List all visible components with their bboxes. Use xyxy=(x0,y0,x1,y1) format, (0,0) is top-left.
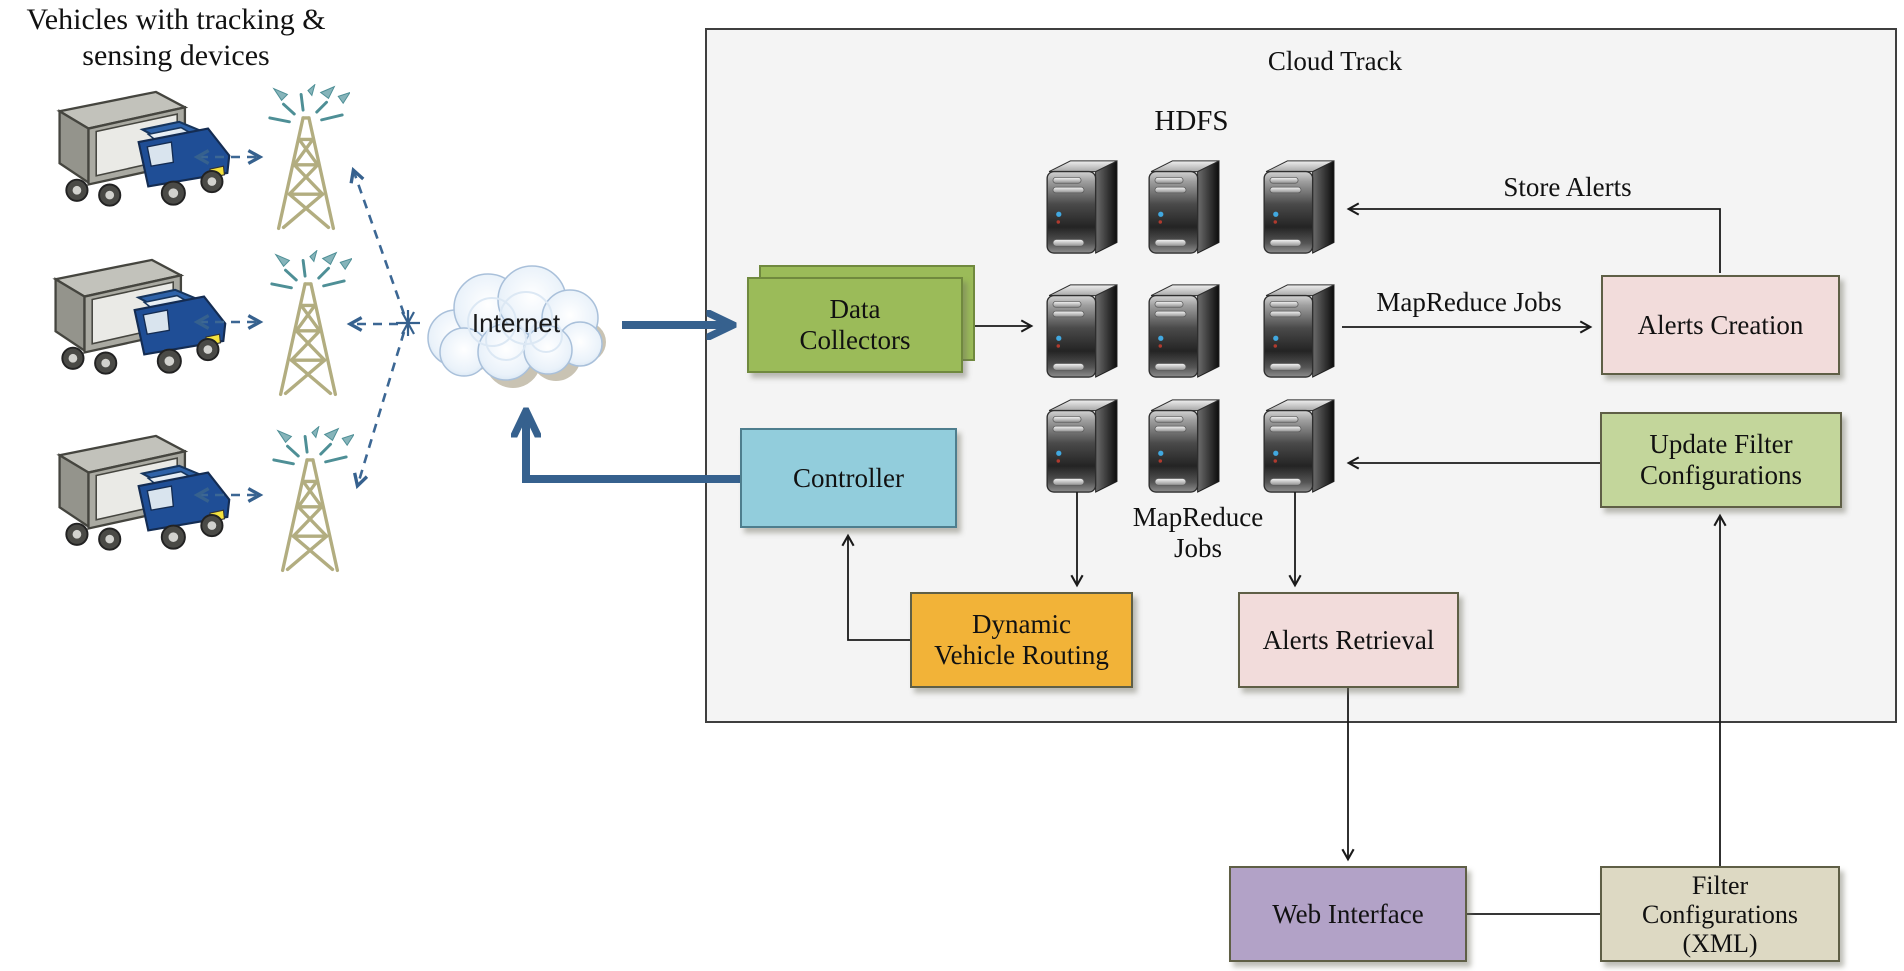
web-interface-label: Web Interface xyxy=(1272,898,1424,929)
edge-label-mapreduce-line2: Jobs xyxy=(1173,533,1222,563)
edge-label-store-alerts: Store Alerts xyxy=(1503,172,1632,202)
cloud-track-title: Cloud Track xyxy=(1267,46,1403,76)
filter-config-label-line2: Configurations xyxy=(1642,899,1798,929)
node-alerts-retrieval: Alerts Retrieval xyxy=(1238,592,1459,688)
arrow-dynamic-vehicle-routing-to-controller xyxy=(841,533,910,641)
internet-label: Internet xyxy=(471,308,561,338)
edge-label-mapreduce-jobs-right: MapReduce Jobs xyxy=(1376,287,1562,317)
diagram-title-line2: sensing devices xyxy=(82,39,270,72)
node-data-collectors: Data Collectors xyxy=(747,277,963,373)
edge-label-mapreduce-jobs-vertical: MapReduce Jobs xyxy=(1108,502,1288,564)
edge-label-mapreduce-line1: MapReduce xyxy=(1132,502,1264,532)
node-controller: Controller xyxy=(740,428,957,528)
diagram-title-line1: Vehicles with tracking & xyxy=(26,3,326,36)
update-filter-label-line2: Configurations xyxy=(1640,460,1802,490)
dvr-label-line1: Dynamic xyxy=(972,609,1071,639)
hdfs-label: HDFS xyxy=(1154,105,1229,137)
dashed-link-internet-tower1 xyxy=(349,166,406,315)
data-collectors-label-line2: Collectors xyxy=(799,325,911,355)
node-dynamic-vehicle-routing: Dynamic Vehicle Routing xyxy=(910,592,1133,688)
signal-burst-icon xyxy=(396,310,420,336)
dvr-label-line2: Vehicle Routing xyxy=(934,640,1109,670)
alerts-creation-label: Alerts Creation xyxy=(1637,309,1804,340)
diagram-title: Vehicles with tracking & sensing devices xyxy=(4,2,348,74)
update-filter-label-line1: Update Filter xyxy=(1649,429,1793,459)
data-collectors-label-line1: Data xyxy=(829,294,881,324)
node-alerts-creation: Alerts Creation xyxy=(1601,275,1840,375)
node-web-interface: Web Interface xyxy=(1229,866,1467,962)
node-update-filter-configurations: Update Filter Configurations xyxy=(1600,412,1842,508)
arrow-controller-to-internet xyxy=(526,416,740,483)
alerts-retrieval-label: Alerts Retrieval xyxy=(1262,624,1435,655)
controller-label: Controller xyxy=(793,462,904,493)
arrow-alerts-creation-store-alerts-to-hdfs xyxy=(1346,202,1721,273)
filter-config-label-line3: (XML) xyxy=(1682,928,1758,958)
dashed-link-internet-tower3 xyxy=(353,331,406,490)
node-filter-configurations: Filter Configurations (XML) xyxy=(1600,866,1840,962)
filter-config-label-line1: Filter xyxy=(1691,870,1749,900)
